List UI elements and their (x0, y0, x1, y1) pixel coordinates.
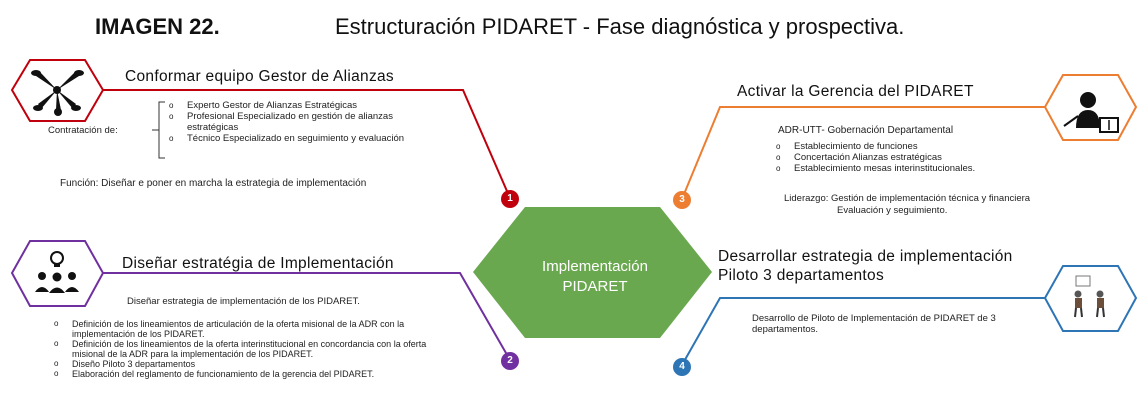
box3-item: Concertación Alianzas estratégicas (772, 152, 1072, 163)
box1-item: Técnico Especializado en seguimiento y e… (165, 133, 445, 144)
box2-heading: Diseñar estratégia de Implementación (122, 255, 394, 272)
badge-2-circle (501, 352, 519, 370)
center-label: Implementación PIDARET (500, 257, 690, 297)
center-line2: PIDARET (562, 278, 628, 295)
box2-item: Definición de los lineamientos de articu… (50, 319, 450, 339)
box3-org: ADR-UTT- Gobernación Departamental (778, 125, 954, 136)
box2-item: Elaboración del reglamento de funcionami… (50, 369, 450, 379)
box1-function: Función: Diseñar e poner en marcha la es… (60, 178, 367, 189)
badge-1-circle (501, 190, 519, 208)
box4-heading-2: Piloto 3 departamentos (718, 267, 885, 284)
box3-item: Establecimiento mesas interinstitucional… (772, 163, 1072, 174)
center-hexagon (473, 207, 712, 338)
handshake-group-icon (31, 70, 84, 116)
box1-contract-label: Contratación de: (48, 125, 118, 136)
center-line1: Implementación (542, 258, 648, 275)
box1-heading: Conformar equipo Gestor de Alianzas (125, 68, 394, 85)
box2-list: Definición de los lineamientos de articu… (50, 319, 450, 379)
figure-label: IMAGEN 22. (95, 14, 220, 39)
box1-list: Experto Gestor de Alianzas Estratégicas … (165, 100, 445, 144)
connector-4 (681, 297, 1045, 366)
figure-caption: Estructuración PIDARET - Fase diagnóstic… (335, 14, 905, 39)
meeting-people-icon (1074, 275, 1105, 318)
badge-3-circle (673, 191, 691, 209)
box4-desc: Desarrollo de Piloto de Implementación d… (752, 313, 996, 335)
bracket-1 (152, 101, 165, 159)
box2-item: Diseño Piloto 3 departamentos (50, 359, 450, 369)
connector-3 (681, 106, 1045, 200)
box3-leadership-2: Evaluación y seguimiento. (837, 205, 948, 216)
badge-1: 1 (507, 193, 513, 204)
box3-heading: Activar la Gerencia del PIDARET (737, 83, 974, 100)
badge-3: 3 (679, 194, 685, 205)
presenter-icon (1063, 92, 1119, 133)
box3-item: Establecimiento de funciones (772, 141, 1072, 152)
box1-item: Profesional Especializado en gestión de … (165, 111, 445, 133)
badge-4-circle (673, 358, 691, 376)
box3-leadership-1: Liderazgo: Gestión de implementación téc… (784, 193, 1031, 204)
box4-heading-1: Desarrollar estrategia de implementación (718, 248, 1013, 265)
connector-1 (103, 89, 511, 199)
figure-title: IMAGEN 22. Estructuración PIDARET - Fase … (95, 14, 904, 40)
box3-list: Establecimiento de funciones Concertació… (772, 141, 1072, 174)
team-idea-icon (35, 251, 79, 293)
box1-item: Experto Gestor de Alianzas Estratégicas (165, 100, 445, 111)
box2-intro: Diseñar estrategia de implementación de … (127, 296, 360, 307)
box2-item: Definición de los lineamientos de la ofe… (50, 339, 450, 359)
badge-4: 4 (679, 361, 685, 372)
connector-2 (103, 272, 511, 361)
badge-2: 2 (507, 355, 513, 366)
